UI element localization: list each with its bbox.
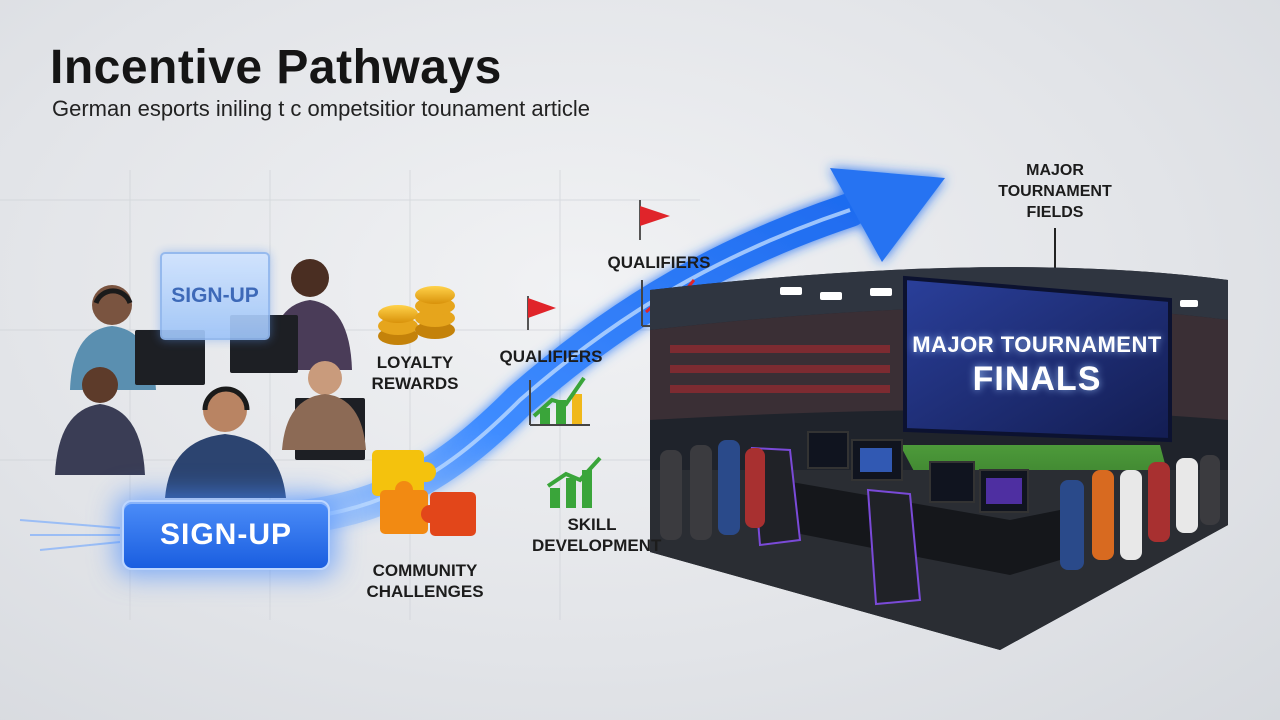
qualifiers-high-label: QUALIFIERS	[607, 253, 711, 272]
loyalty-rewards-label: LOYALTY REWARDS	[371, 353, 459, 393]
progress-arrow	[233, 168, 945, 537]
page-subtitle: German esports iniling t c ompetsitior t…	[52, 96, 591, 121]
page-title: Incentive Pathways	[50, 41, 502, 94]
arena-illustration	[650, 267, 1228, 650]
signup-button[interactable]: SIGN-UP	[122, 500, 330, 570]
light-streaks	[19, 519, 121, 551]
puzzle-icon	[372, 450, 476, 536]
major-tournament-fields-label: MAJOR TOURNAMENT FIELDS	[998, 162, 1112, 221]
coins-icon	[378, 286, 455, 345]
arena-screen-line2: FINALS	[972, 359, 1102, 398]
signup-panel: SIGN-UP	[160, 252, 270, 340]
qualifiers-flag-low-icon	[527, 296, 556, 330]
qualifiers-flag-high-icon	[639, 200, 670, 240]
qualifiers-low-label: QUALIFIERS	[499, 347, 603, 366]
arena-screen: MAJOR TOURNAMENT FINALS	[908, 300, 1166, 430]
community-challenges-label: COMMUNITY CHALLENGES	[366, 561, 484, 601]
skill-development-chart-icon	[546, 456, 602, 508]
qualifiers-chart-low-icon	[529, 376, 590, 426]
skill-development-label: SKILL DEVELOPMENT	[532, 515, 662, 555]
arena-screen-line1: MAJOR TOURNAMENT	[912, 331, 1162, 357]
